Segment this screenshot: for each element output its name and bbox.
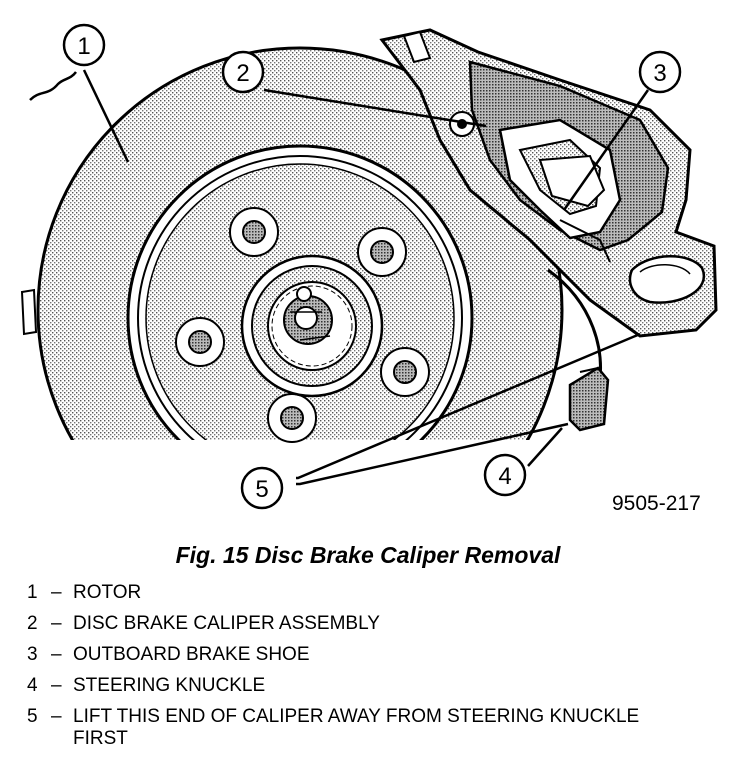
legend-number: 2 bbox=[27, 613, 38, 634]
svg-text:4: 4 bbox=[498, 463, 511, 490]
callout-2: 2 bbox=[221, 50, 265, 94]
legend-number: 1 bbox=[27, 582, 38, 603]
rotor-tab bbox=[20, 288, 38, 336]
legend-text: DISC BRAKE CALIPER ASSEMBLY bbox=[73, 613, 380, 634]
legend-separator: – bbox=[51, 582, 62, 603]
leader-lines bbox=[29, 69, 650, 486]
legend-number: 5 bbox=[27, 706, 38, 727]
svg-text:1: 1 bbox=[77, 33, 90, 60]
steering-knuckle bbox=[547, 268, 610, 432]
legend-item: 4 – STEERING KNUCKLE bbox=[27, 675, 707, 697]
legend-number: 3 bbox=[27, 644, 38, 665]
lug-stud bbox=[357, 227, 407, 277]
callout-1: 1 bbox=[62, 23, 106, 67]
legend-text: OUTBOARD BRAKE SHOE bbox=[73, 644, 310, 665]
lug-stud bbox=[229, 207, 279, 257]
legend-item: 3 – OUTBOARD BRAKE SHOE bbox=[27, 644, 707, 666]
svg-text:2: 2 bbox=[236, 60, 249, 87]
legend-item: 2 – DISC BRAKE CALIPER ASSEMBLY bbox=[27, 613, 707, 635]
outboard-brake-shoe bbox=[538, 154, 606, 208]
svg-text:3: 3 bbox=[653, 60, 666, 87]
legend-text: LIFT THIS END OF CALIPER AWAY FROM STEER… bbox=[73, 706, 640, 749]
legend-separator: – bbox=[51, 613, 62, 634]
legend: 1 – ROTOR 2 – DISC BRAKE CALIPER ASSEMBL… bbox=[27, 582, 707, 759]
lug-stud bbox=[175, 317, 225, 367]
legend-text: ROTOR bbox=[73, 582, 142, 603]
figure-caption: Fig. 15 Disc Brake Caliper Removal bbox=[175, 542, 561, 568]
legend-separator: – bbox=[51, 706, 62, 727]
legend-text: STEERING KNUCKLE bbox=[73, 675, 266, 696]
callout-4: 4 bbox=[483, 453, 527, 497]
caliper-assembly bbox=[379, 28, 718, 338]
brake-illustration: 1 2 3 4 5 bbox=[20, 23, 718, 510]
legend-number: 4 bbox=[27, 675, 38, 696]
legend-item: 1 – ROTOR bbox=[27, 582, 707, 604]
lug-stud bbox=[380, 347, 430, 397]
callout-3: 3 bbox=[638, 50, 682, 94]
lug-stud bbox=[267, 393, 317, 443]
legend-separator: – bbox=[51, 644, 62, 665]
figure-code: 9505-217 bbox=[612, 492, 701, 515]
svg-text:5: 5 bbox=[255, 476, 268, 503]
lug-studs bbox=[175, 207, 430, 443]
legend-item: 5 – LIFT THIS END OF CALIPER AWAY FROM S… bbox=[27, 706, 707, 750]
callout-5: 5 bbox=[240, 466, 284, 510]
hub bbox=[240, 254, 384, 398]
legend-separator: – bbox=[51, 675, 62, 696]
